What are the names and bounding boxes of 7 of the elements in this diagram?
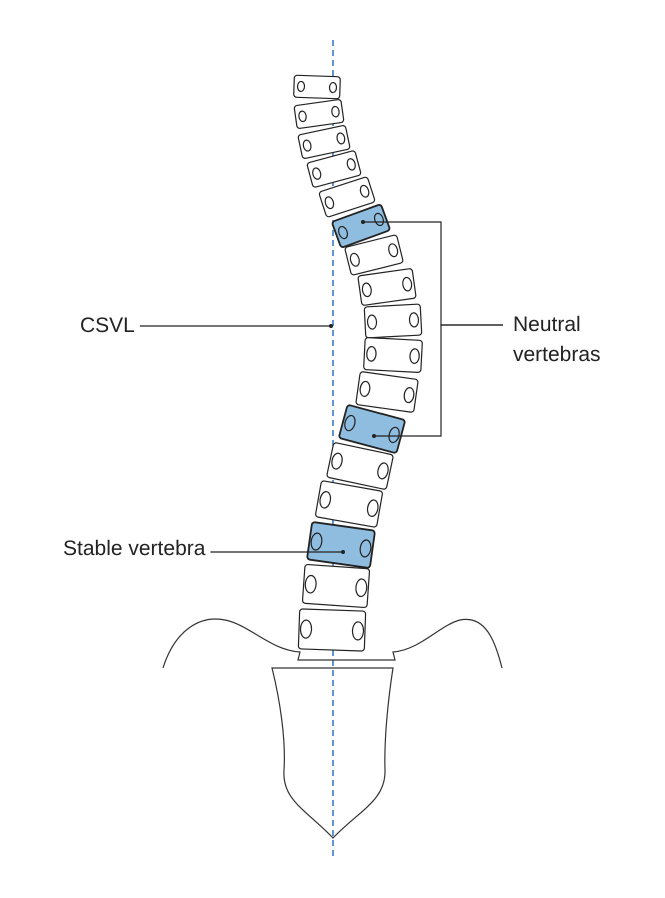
label-text: Neutral vertebras	[513, 312, 602, 368]
leader-line	[210, 550, 345, 554]
highlighted-vertebra	[306, 521, 376, 569]
label-text: Stable vertebra	[63, 536, 206, 562]
leader-line	[372, 324, 503, 438]
label-text: CSVL	[80, 313, 135, 339]
leader-line	[140, 324, 333, 328]
